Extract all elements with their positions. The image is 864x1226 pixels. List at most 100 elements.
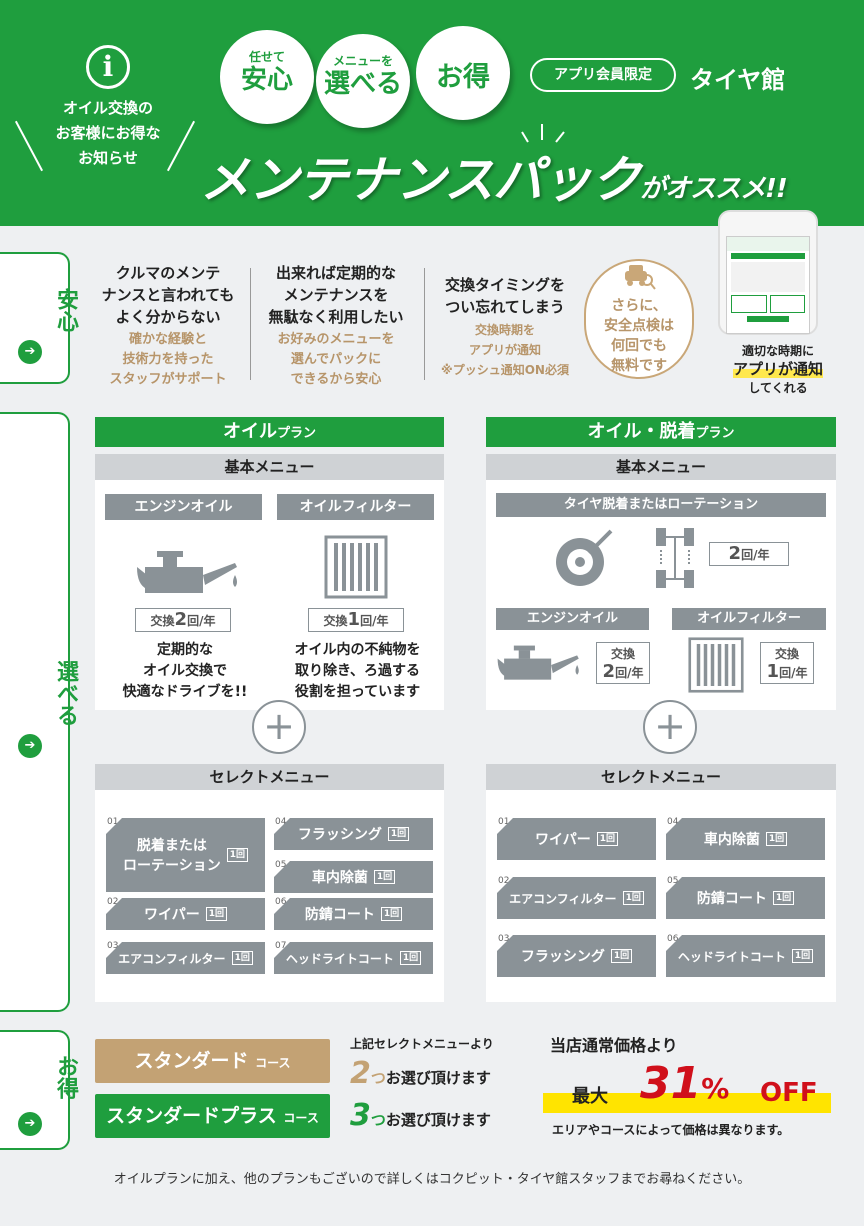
tire-wrench-icon [556,529,613,586]
bubble-erabu: メニューを 選べる [316,34,410,128]
choose-count: 2 [350,1056,371,1091]
divider [424,268,425,380]
percent-sign: % [701,1072,730,1105]
exchange-value: 2回/年 [597,663,649,682]
select-item-label: エアコンフィルター [509,891,617,906]
info-icon: i [86,45,130,89]
exchange-count-box: 交換2回/年 [135,608,231,632]
erabu-label: 選べる [53,660,78,726]
plus-icon: + [252,700,306,754]
basic-menu-header: 基本メニュー [95,454,444,480]
item-number: 03 [498,934,510,944]
notify-line1: 適切な時期に [741,344,814,358]
count-badge: 1回 [373,870,396,884]
count-badge: 1回 [226,848,248,862]
anshin-col3-sub: 交換時期を アプリが通知 ※プッシュ通知ON必須 [441,323,569,377]
notify-highlight: アプリが通知 [732,360,823,378]
car-inspection-icon [625,265,656,290]
select-item-sanitize: 車内除菌 1回 [274,861,433,893]
item-number: 01 [498,817,510,827]
brand-name: タイヤ館 [690,66,786,94]
item-number: 04 [667,817,679,827]
exchange-unit: 回/年 [779,666,808,680]
select-item-label: ワイパー [535,832,591,848]
count-badge: 1回 [399,951,422,965]
exchange-num: 2 [728,543,742,564]
title-sub: がオススメ!! [640,174,788,204]
exchange-count-box: 2回/年 [709,542,789,566]
plus-icon: + [643,700,697,754]
tire-rotation-icon [656,528,694,588]
count-badge: 1回 [765,832,788,846]
choose-count: 3 [350,1098,371,1133]
anshin-col3-heading: 交換タイミングを つい忘れてしまう [444,276,565,316]
discount-highlight-bar [543,1093,831,1113]
item-number: 07 [275,941,287,951]
item-number: 03 [107,941,119,951]
exchange-num: 2 [174,609,188,630]
oil-plan-header: オイルプラン [95,417,444,447]
oil-filter-label: オイルフィルター [277,494,434,520]
oil-tire-plan-title: オイル・脱着 [587,421,696,442]
app-member-tag: アプリ会員限定 [530,58,676,92]
item-number: 05 [275,860,287,870]
exchange-num: 1 [347,609,361,630]
oil-can-icon [497,645,579,680]
count-badge: 1回 [610,949,633,963]
item-number: 06 [667,934,679,944]
arrow-right-icon: ➔ [18,340,42,364]
exchange-unit: 回/年 [741,548,770,562]
choose-tsu: つ [370,1069,386,1087]
exchange-label: 交換 [150,614,175,628]
count-badge: 1回 [231,951,253,965]
oil-can-icon [137,551,237,593]
select-item-label: 車内除菌 [311,870,368,886]
course-name: スタンダード [134,1050,249,1072]
select-item-label: ヘッドライトコート [677,949,786,964]
exchange-unit: 回/年 [615,666,644,680]
choose-label: お選び頂けます [385,1111,491,1129]
free-inspection-text: さらに、 安全点検は 何回でも 無料です [604,298,674,374]
oil-filter-icon [324,535,388,599]
item-number: 01 [107,817,119,827]
item-number: 05 [667,876,679,886]
select-menu-header: セレクトメニュー [486,764,836,790]
engine-oil-label: エンジンオイル [496,608,649,630]
item-number: 06 [275,897,287,907]
bubble-small-text: 任せて [248,50,285,64]
select-item-label: 脱着または ローテーション [123,838,221,874]
oil-filter-desc: オイル内の不純物を 取り除き、ろ過する 役割を担っています [294,642,421,700]
oil-filter-icon [688,637,744,693]
count-badge: 1回 [596,832,618,846]
select-item-wiper: ワイパー 1回 [497,818,656,860]
tire-rotation-label: タイヤ脱着またはローテーション [496,493,826,517]
choose-3-text: 3つお選び頂けます [350,1098,491,1133]
oil-plan-title: オイル [222,421,277,442]
exchange-count-box: 交換1回/年 [308,608,404,632]
count-badge: 1回 [622,891,644,905]
bubble-big-text: お得 [436,62,490,93]
select-item-rotation: 脱着または ローテーション 1回 [106,818,265,892]
footer-note: オイルプランに加え、他のプランもございので詳しくはコクピット・タイヤ館スタッフま… [113,1172,751,1187]
select-item-label: フラッシング [297,827,382,843]
count-badge: 1回 [205,907,227,921]
price-heading: 当店通常価格より [550,1036,678,1055]
bubble-big-text: 安心 [240,65,293,95]
notify-line2: アプリが通知 [716,360,840,379]
exchange-count-box: 交換 2回/年 [596,642,650,684]
arrow-right-icon: ➔ [18,1112,42,1136]
oil-filter-label: オイルフィルター [672,608,826,630]
anshin-col1-sub: 確かな経験と 技術力を持った スタッフがサポート [109,332,227,387]
discount-off: OFF [760,1078,818,1108]
exchange-label: 交換 [610,647,635,661]
exchange-num: 1 [766,661,780,682]
exchange-count-box: 交換 1回/年 [760,642,814,684]
bubble-anshin: 任せて 安心 [220,30,314,124]
item-number: 02 [107,897,119,907]
standard-course: スタンダード コース [95,1039,330,1083]
choose-label: お選び頂けます [385,1069,491,1087]
